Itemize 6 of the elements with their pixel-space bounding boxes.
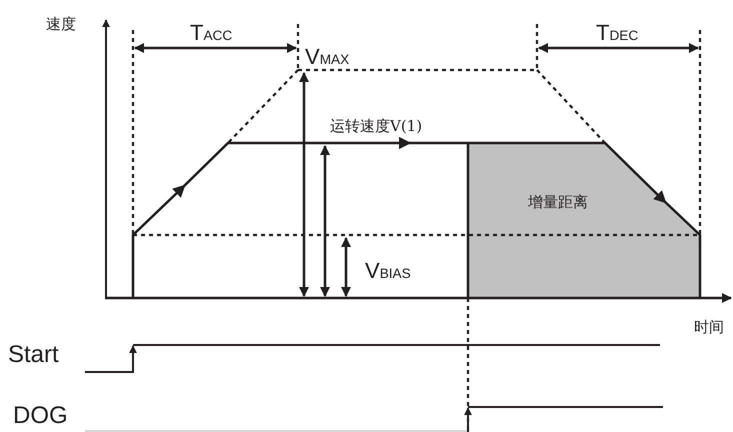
axis-label: 速度: [46, 17, 76, 32]
area-label: 增量距离: [528, 195, 588, 210]
axis-label: 时间: [694, 320, 724, 335]
signal-label: Start: [8, 343, 59, 367]
speed-label: 运转速度V(1): [330, 119, 422, 134]
signal-label: DOG: [13, 404, 68, 428]
